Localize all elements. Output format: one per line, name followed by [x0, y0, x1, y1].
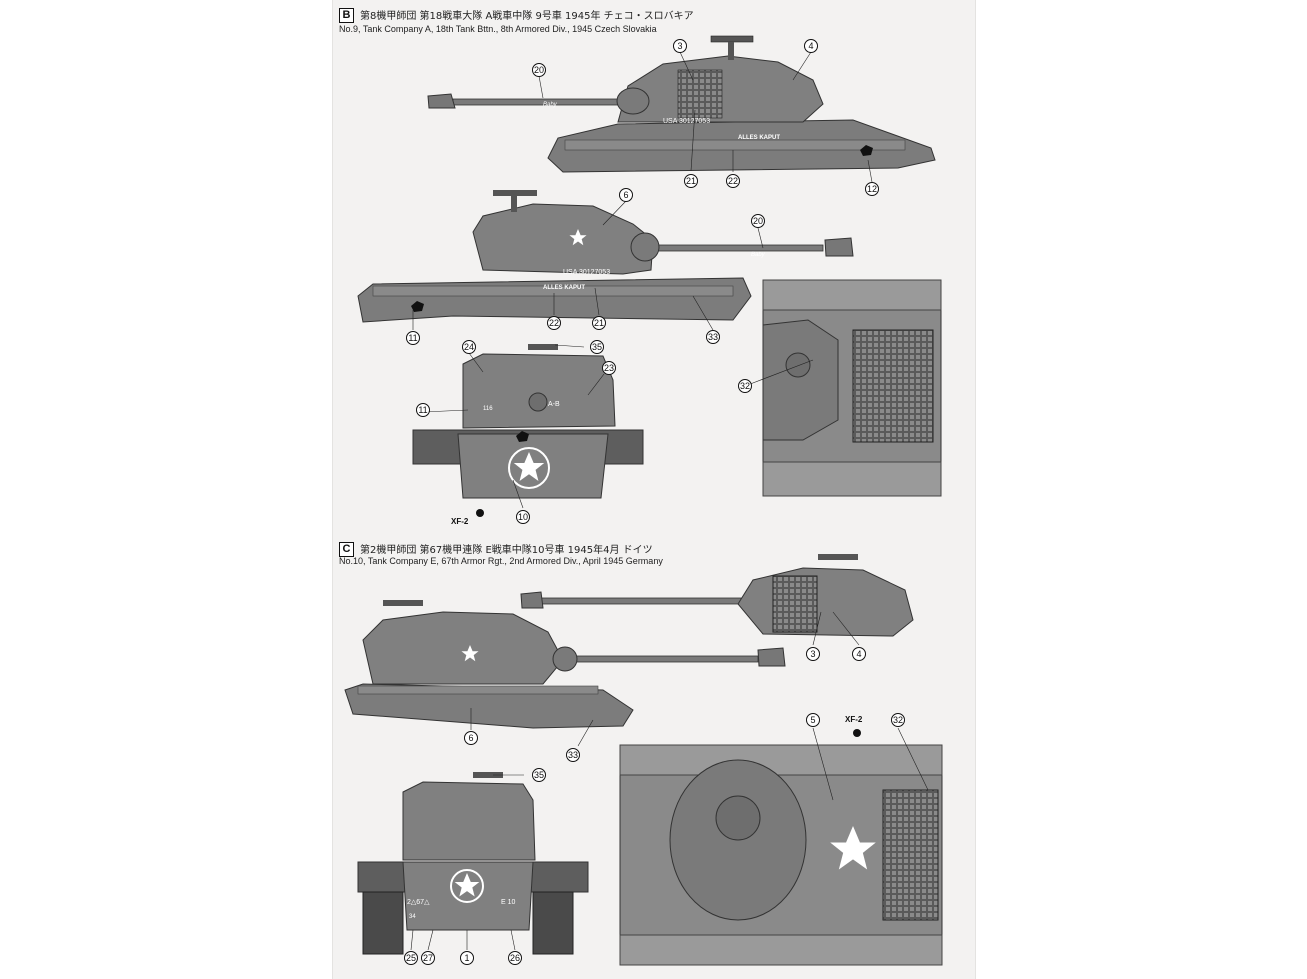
number-circle-icon: 27 [421, 951, 435, 965]
svg-text:21: 21 [594, 318, 604, 328]
number-circle-icon: 21 [592, 316, 606, 330]
barrel-name-marking: Baby [543, 102, 558, 108]
number-circle-icon: 35 [590, 340, 604, 354]
number-circle-icon: 11 [406, 331, 420, 345]
bumper-right-marking: E 10 [501, 899, 516, 906]
number-circle-icon: 32 [891, 713, 905, 727]
section-c-badge: C [339, 542, 354, 557]
number-circle-icon: 11 [416, 403, 430, 417]
tank-b-side-right: USA 30127053 ALLES KAPUT Baby [357, 190, 854, 323]
svg-text:3: 3 [810, 649, 815, 659]
svg-text:33: 33 [568, 750, 578, 760]
callouts-c: 3 4 6 33 35 25 27 1 26 5 32 [404, 647, 905, 965]
svg-text:32: 32 [893, 715, 903, 725]
svg-text:11: 11 [418, 405, 427, 415]
callouts-b: 3 4 20 21 22 12 6 20 11 22 21 33 24 35 2… [406, 39, 879, 524]
number-circle-icon: 33 [566, 748, 580, 762]
tank-c-front: 2△67△ E 10 34 [357, 772, 589, 955]
number-circle-icon: 4 [852, 647, 866, 661]
paint-label-b: XF-2 [451, 517, 469, 526]
callout-leaders [410, 51, 929, 951]
section-b-badge: B [339, 8, 354, 23]
svg-text:32: 32 [740, 381, 750, 391]
number-circle-icon: 5 [806, 713, 820, 727]
svg-text:6: 6 [623, 190, 628, 200]
svg-text:1: 1 [464, 953, 469, 963]
section-c-title-en: No.10, Tank Company E, 67th Armor Rgt., … [339, 556, 663, 566]
svg-text:6: 6 [468, 733, 473, 743]
svg-text:3: 3 [677, 41, 682, 51]
svg-text:4: 4 [808, 41, 813, 51]
svg-text:22: 22 [728, 176, 738, 186]
number-circle-icon: 32 [738, 379, 752, 393]
small-number-marking: 34 [409, 914, 416, 920]
number-circle-icon: 20 [532, 63, 546, 77]
svg-text:11: 11 [408, 333, 417, 343]
number-circle-icon: 25 [404, 951, 418, 965]
number-circle-icon: 26 [508, 951, 522, 965]
tank-c-top [619, 744, 943, 966]
svg-text:4: 4 [856, 649, 861, 659]
number-circle-icon: 6 [619, 188, 633, 202]
bumper-left-marking: 2△67△ [407, 899, 430, 906]
svg-text:23: 23 [604, 363, 614, 373]
serial-marking: USA 30127053 [663, 118, 710, 125]
section-c-title-jp: 第2機甲師団 第67機甲連隊 E戦車中隊10号車 1945年4月 ドイツ [360, 545, 653, 556]
svg-text:20: 20 [534, 65, 544, 75]
tank-b-top [762, 279, 942, 497]
paint-dot-icon [476, 509, 861, 737]
number-circle-icon: 35 [532, 768, 546, 782]
section-b-title-jp: 第8機甲師団 第18戦車大隊 A戦車中隊 9号車 1945年 チェコ・スロバキア [360, 11, 694, 22]
section-b-title-en: No.9, Tank Company A, 18th Tank Bttn., 8… [339, 24, 657, 34]
svg-text:24: 24 [464, 342, 474, 352]
svg-text:27: 27 [423, 953, 433, 963]
bumper-code-marking: 116 [483, 406, 493, 412]
number-circle-icon: 1 [460, 951, 474, 965]
slogan-marking-2: ALLES KAPUT [543, 285, 585, 291]
number-circle-icon: 33 [706, 330, 720, 344]
number-circle-icon: 12 [865, 182, 879, 196]
tank-c-side-gunleft [520, 554, 914, 637]
number-circle-icon: 24 [462, 340, 476, 354]
slogan-marking: ALLES KAPUT [738, 135, 780, 141]
svg-text:5: 5 [810, 715, 815, 725]
svg-text:25: 25 [406, 953, 416, 963]
turret-code-marking: A-B [548, 401, 560, 408]
tank-c-side-gunright [344, 600, 786, 729]
paint-label-c: XF-2 [845, 715, 863, 724]
svg-text:26: 26 [510, 953, 520, 963]
number-circle-icon: 20 [751, 214, 765, 228]
number-circle-icon: 23 [602, 361, 616, 375]
instruction-sheet: B 第8機甲師団 第18戦車大隊 A戦車中隊 9号車 1945年 チェコ・スロバ… [333, 0, 975, 979]
drawing-canvas: USA 30127053 ALLES KAPUT Baby USA 301270… [344, 35, 943, 966]
number-circle-icon: 22 [726, 174, 740, 188]
serial-marking-2: USA 30127053 [563, 269, 610, 276]
number-circle-icon: 3 [673, 39, 687, 53]
svg-text:20: 20 [753, 216, 763, 226]
svg-text:10: 10 [518, 512, 528, 522]
svg-text:12: 12 [867, 184, 877, 194]
barrel-name-marking-2: Baby [751, 252, 766, 258]
svg-text:35: 35 [592, 342, 602, 352]
number-circle-icon: 6 [464, 731, 478, 745]
svg-text:21: 21 [686, 176, 696, 186]
tank-b-side-left: USA 30127053 ALLES KAPUT Baby [427, 35, 936, 173]
number-circle-icon: 22 [547, 316, 561, 330]
number-circle-icon: 4 [804, 39, 818, 53]
svg-text:35: 35 [534, 770, 544, 780]
tank-b-front: A-B 116 [412, 344, 644, 499]
number-circle-icon: 10 [516, 510, 530, 524]
number-circle-icon: 21 [684, 174, 698, 188]
svg-text:33: 33 [708, 332, 718, 342]
svg-text:22: 22 [549, 318, 559, 328]
number-circle-icon: 3 [806, 647, 820, 661]
